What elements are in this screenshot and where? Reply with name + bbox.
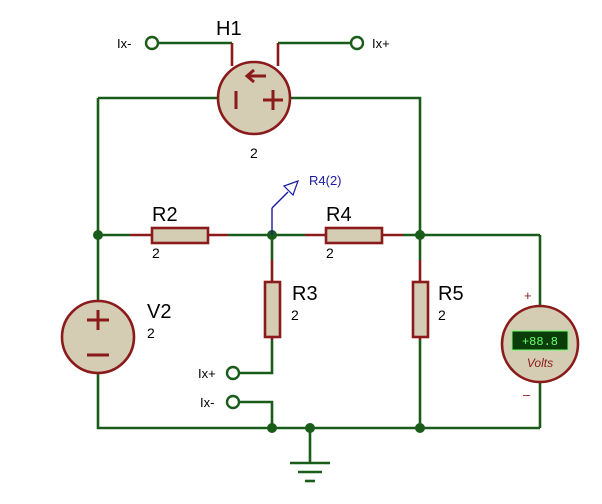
h1-value-label: 2 — [250, 145, 258, 161]
h1-body — [216, 60, 292, 136]
h1-current-source[interactable]: H1 2 — [216, 18, 292, 161]
v2-body — [60, 299, 136, 375]
voltmeter-display — [511, 330, 569, 351]
ground-symbol — [290, 461, 330, 483]
probe-arrow-icon — [282, 180, 299, 197]
junction-dot — [267, 423, 277, 433]
h1-terminal-left[interactable]: Ix- — [117, 35, 160, 51]
h1-terminal-right-label: Ix+ — [372, 36, 390, 51]
h1-terminal-left-label: Ix- — [117, 36, 131, 51]
voltmeter-reading: +88.8 — [522, 335, 558, 349]
r5-resistor[interactable]: R5 2 — [411, 260, 464, 340]
r4-current-probe[interactable]: R4(2) — [271, 173, 342, 235]
voltmeter-unit: Volts — [527, 356, 553, 370]
r3-terminal-plus-label: Ix+ — [198, 366, 216, 381]
wires — [96, 41, 542, 462]
junction-dot — [415, 423, 425, 433]
r3-resistor[interactable]: R3 2 — [263, 260, 318, 340]
junction-dot — [415, 230, 425, 240]
junctions — [93, 230, 425, 433]
junction-dot — [305, 423, 315, 433]
r3-terminal-minus-label: Ix- — [200, 395, 214, 410]
voltmeter-minus-label: – — [523, 387, 531, 402]
r3-body — [263, 280, 282, 339]
r2-body — [150, 226, 210, 245]
r2-resistor[interactable]: R2 2 — [130, 204, 228, 261]
v2-name-label: V2 — [147, 301, 171, 323]
r2-value-label: 2 — [152, 245, 160, 261]
h1-terminal-right[interactable]: Ix+ — [349, 35, 390, 51]
r5-name-label: R5 — [438, 283, 464, 305]
r4-name-label: R4 — [326, 204, 352, 226]
r4-resistor[interactable]: R4 2 — [305, 204, 403, 261]
wire-ixminus-gnd — [240, 400, 274, 428]
r5-body — [411, 280, 430, 339]
wire-r3-bottom — [240, 340, 274, 375]
probe-label: R4(2) — [309, 173, 342, 188]
r3-value-label: 2 — [291, 307, 299, 323]
wire-top-right — [290, 96, 422, 235]
junction-dot — [93, 230, 103, 240]
voltmeter[interactable]: +88.8 Volts + – — [500, 288, 580, 402]
v2-value-label: 2 — [147, 325, 155, 341]
r4-body — [324, 226, 384, 245]
wire-bottom — [96, 372, 540, 430]
voltmeter-plus-label: + — [524, 288, 532, 303]
r4-value-label: 2 — [326, 245, 334, 261]
r3-name-label: R3 — [292, 283, 318, 305]
r2-name-label: R2 — [152, 204, 178, 226]
h1-name-label: H1 — [216, 18, 242, 40]
r3-terminal-plus[interactable]: Ix+ — [198, 365, 241, 381]
r3-terminal-minus[interactable]: Ix- — [200, 394, 241, 410]
v2-voltage-source[interactable]: V2 2 — [60, 299, 171, 375]
r5-value-label: 2 — [438, 307, 446, 323]
